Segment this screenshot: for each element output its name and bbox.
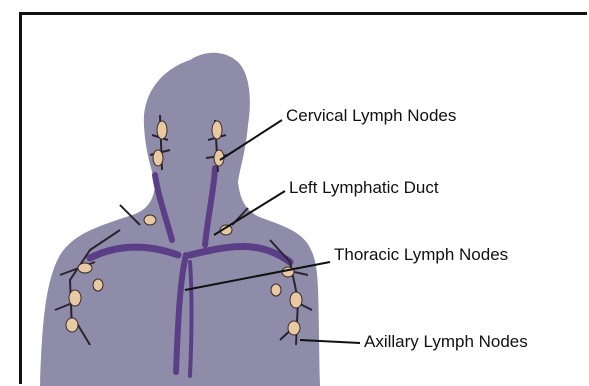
label-axillary-lymph-nodes: Axillary Lymph Nodes [364,332,528,352]
label-left-lymphatic-duct: Left Lymphatic Duct [289,178,439,198]
label-thoracic-lymph-nodes: Thoracic Lymph Nodes [334,245,508,265]
label-cervical-lymph-nodes: Cervical Lymph Nodes [286,106,456,126]
thoracic-duct-branch [190,262,192,376]
